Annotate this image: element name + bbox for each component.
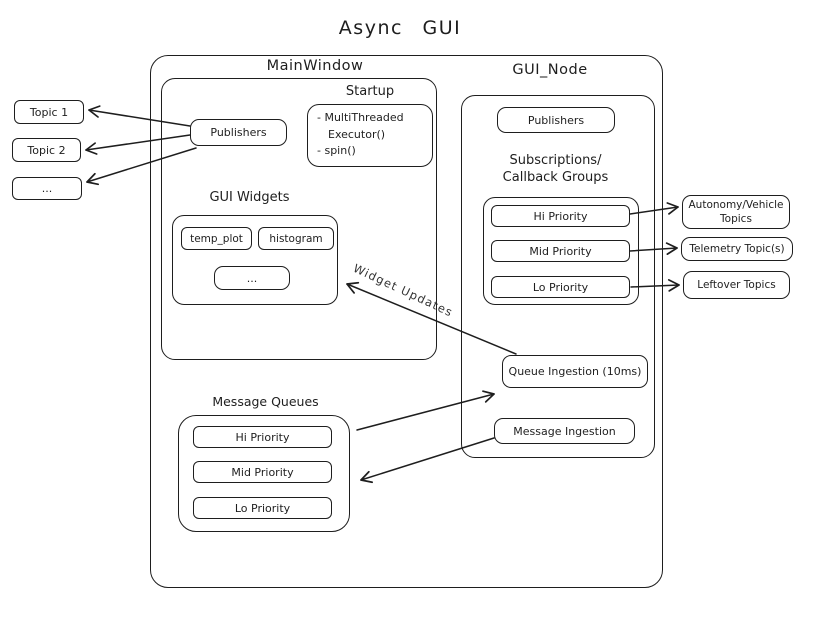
leftover-topics-box: Leftover Topics — [683, 271, 790, 299]
diagram-title: Async GUI — [338, 17, 462, 39]
hi-priority-box: Hi Priority — [491, 205, 630, 227]
gui-widgets-box — [172, 215, 338, 305]
message-queues-box — [178, 415, 350, 532]
mq-lo-priority-box: Lo Priority — [193, 497, 332, 519]
widget-more-box: ... — [214, 266, 290, 290]
mid-priority-box: Mid Priority — [491, 240, 630, 262]
startup-box — [307, 104, 433, 167]
subscriptions-label-line2: Callback Groups — [502, 170, 609, 185]
mainwindow-box — [161, 78, 437, 360]
gui-widgets-label: GUI Widgets — [209, 190, 290, 205]
queue-ingestion-box: Queue Ingestion (10ms) — [502, 355, 648, 388]
mq-hi-priority-box: Hi Priority — [193, 426, 332, 448]
subscriptions-label-line1: Subscriptions/ — [509, 153, 602, 168]
lo-priority-box: Lo Priority — [491, 276, 630, 298]
startup-label: Startup — [345, 84, 395, 99]
autonomy-topics-box: Autonomy/Vehicle Topics — [682, 195, 790, 229]
startup-line-3: - spin() — [317, 144, 356, 157]
mainwindow-publishers-box: Publishers — [190, 119, 287, 146]
mainwindow-label: MainWindow — [266, 58, 364, 74]
mq-mid-priority-box: Mid Priority — [193, 461, 332, 483]
gui-node-label: GUI_Node — [512, 62, 588, 78]
gui-node-box — [461, 95, 655, 458]
telemetry-topics-box: Telemetry Topic(s) — [681, 237, 793, 261]
topic-more-box: ... — [12, 177, 82, 200]
message-ingestion-box: Message Ingestion — [494, 418, 635, 444]
app-container-box — [150, 55, 663, 588]
widget-histogram-box: histogram — [258, 227, 334, 250]
gui-node-publishers-box: Publishers — [497, 107, 615, 133]
startup-line-1: - MultiThreaded — [317, 111, 404, 124]
topic-2-box: Topic 2 — [12, 138, 81, 162]
startup-line-2: Executor() — [328, 127, 386, 141]
topic-1-box: Topic 1 — [14, 100, 84, 124]
subscriptions-label: Subscriptions/ Callback Groups — [478, 152, 633, 186]
message-queues-label: Message Queues — [212, 394, 319, 409]
widget-temp-plot-box: temp_plot — [181, 227, 252, 250]
